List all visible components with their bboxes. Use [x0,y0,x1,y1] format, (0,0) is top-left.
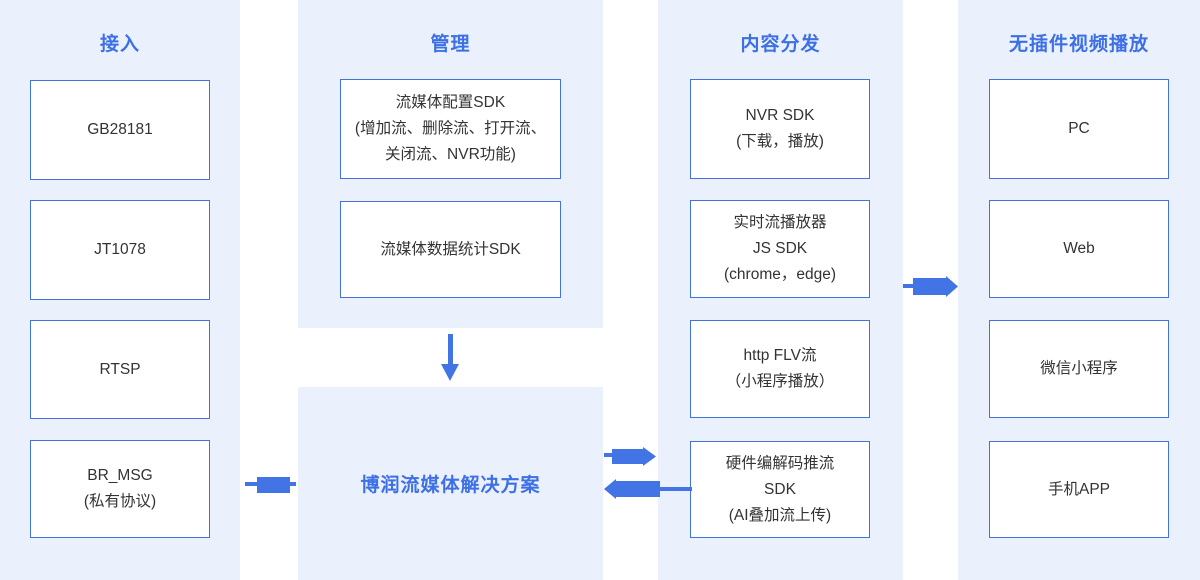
nvr-sdk-box: NVR SDK (下载，播放) [690,79,870,179]
playback-column-panel: 无插件视频播放 PC Web 微信小程序 手机APP [958,0,1200,580]
stream-config-sdk-box: 流媒体配置SDK (增加流、删除流、打开流、 关闭流、NVR功能) [340,79,561,179]
mobile-app-box: 手机APP [989,441,1169,538]
distribution-to-solution-arrow [604,479,692,499]
solution-to-distribution-arrow [604,447,656,466]
gb28181-box: GB28181 [30,80,210,180]
access-column-title: 接入 [99,34,140,55]
stream-stats-sdk-box: 流媒体数据统计SDK [340,201,561,298]
rtsp-box: RTSP [30,320,210,419]
manage-column-title: 管理 [430,34,471,55]
web-box: Web [989,200,1169,298]
manage-to-solution-down-arrow [441,334,459,381]
distribution-to-playback-arrow [903,276,958,297]
distribution-column-panel: 内容分发 NVR SDK (下载，播放) 实时流播放器 JS SDK (chro… [658,0,903,580]
access-column-panel: 接入 GB28181 JT1078 RTSP BR_MSG (私有协议) [0,0,240,580]
hardware-codec-sdk-box: 硬件编解码推流 SDK (AI叠加流上传) [690,441,870,538]
http-flv-box: http FLV流 （小程序播放） [690,320,870,418]
br-msg-box: BR_MSG (私有协议) [30,440,210,538]
wechat-miniprogram-box: 微信小程序 [989,320,1169,418]
jt1078-box: JT1078 [30,200,210,300]
solution-panel: 博润流媒体解决方案 [298,387,603,580]
realtime-player-sdk-box: 实时流播放器 JS SDK (chrome，edge) [690,200,870,298]
pc-box: PC [989,79,1169,179]
distribution-column-title: 内容分发 [740,34,821,55]
solution-label: 博润流媒体解决方案 [360,475,541,496]
access-to-solution-arrow [245,477,296,493]
playback-column-title: 无插件视频播放 [1008,34,1149,55]
manage-column-panel: 管理 流媒体配置SDK (增加流、删除流、打开流、 关闭流、NVR功能) 流媒体… [298,0,603,328]
